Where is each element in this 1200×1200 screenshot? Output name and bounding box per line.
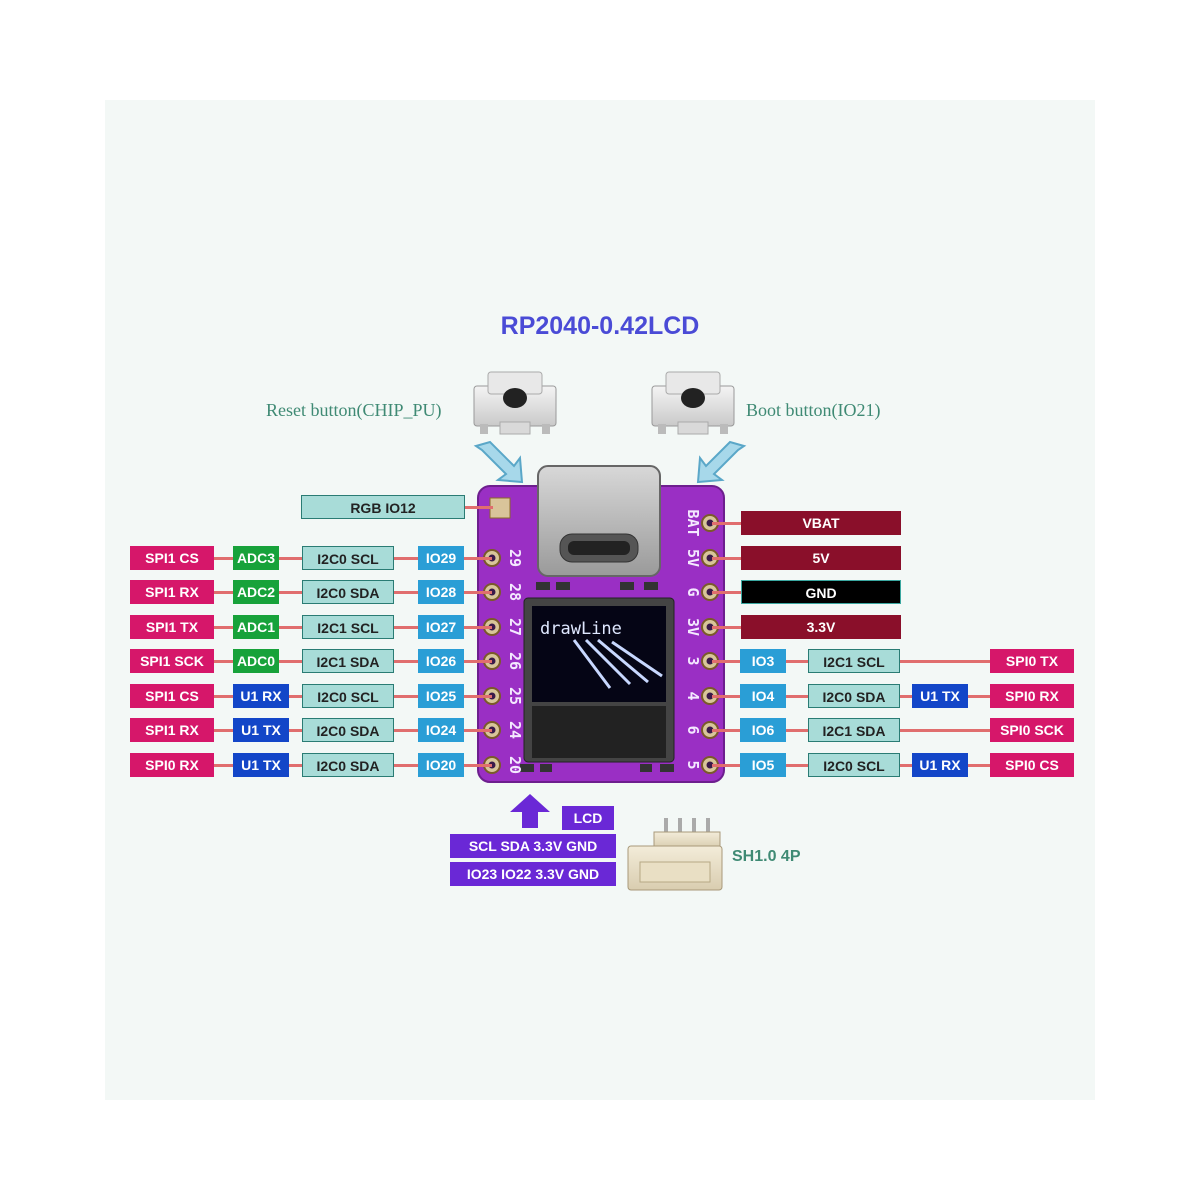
- spi-label: SPI1 CS: [130, 684, 214, 708]
- spi-label: SPI1 CS: [130, 546, 214, 570]
- i2c-label: I2C1 SDA: [808, 718, 900, 742]
- io-label: IO6: [740, 718, 786, 742]
- uart-label: U1 RX: [912, 753, 968, 777]
- right-pin-number: 5V: [684, 549, 702, 567]
- right-pin-number: 3: [684, 656, 702, 665]
- left-pin-number: 20: [506, 756, 524, 774]
- i2c-label: I2C0 SCL: [808, 753, 900, 777]
- reset-arrow-icon: [476, 442, 522, 482]
- left-pin-number: 28: [506, 583, 524, 601]
- io-label: IO26: [418, 649, 464, 673]
- oled-text: drawLine: [540, 619, 622, 639]
- rp2040-board: drawLine 29 28 27 26 25 24 20 BAT 5V G 3V 3 4 6 5: [478, 466, 724, 782]
- uart-label: U1 TX: [233, 753, 289, 777]
- power-wire: [712, 557, 742, 560]
- right-pin-number: 5: [684, 760, 702, 769]
- spi-label: SPI0 CS: [990, 753, 1074, 777]
- io-label: IO3: [740, 649, 786, 673]
- left-pin-number: 24: [506, 721, 524, 739]
- ground-label: GND: [741, 580, 901, 604]
- i2c-label: I2C1 SCL: [302, 615, 394, 639]
- rgb-wire: [465, 506, 493, 509]
- reset-button-icon: [474, 372, 556, 434]
- boot-arrow-icon: [698, 442, 744, 482]
- right-pin-number: BAT: [684, 509, 702, 536]
- right-pin-number: 3V: [684, 618, 702, 636]
- power-label: VBAT: [741, 511, 901, 535]
- spi-label: SPI1 SCK: [130, 649, 214, 673]
- spi-label: SPI0 RX: [130, 753, 214, 777]
- i2c-label: I2C0 SDA: [808, 684, 900, 708]
- spi-label: SPI1 RX: [130, 718, 214, 742]
- adc-label: ADC1: [233, 615, 279, 639]
- left-pin-number: 25: [506, 687, 524, 705]
- io-label: IO28: [418, 580, 464, 604]
- i2c-label: I2C0 SDA: [302, 753, 394, 777]
- lcd-signal-row: SCL SDA 3.3V GND: [450, 834, 616, 858]
- power-label: 3.3V: [741, 615, 901, 639]
- spi-label: SPI1 RX: [130, 580, 214, 604]
- uart-label: U1 TX: [233, 718, 289, 742]
- left-pin-number: 26: [506, 652, 524, 670]
- adc-label: ADC2: [233, 580, 279, 604]
- i2c-label: I2C1 SDA: [302, 649, 394, 673]
- i2c-label: I2C0 SDA: [302, 718, 394, 742]
- uart-label: U1 TX: [912, 684, 968, 708]
- boot-button-icon: [652, 372, 734, 434]
- sh1-connector-icon: [628, 818, 722, 890]
- rgb-led-label: RGB IO12: [301, 495, 465, 519]
- io-label: IO4: [740, 684, 786, 708]
- uart-label: U1 RX: [233, 684, 289, 708]
- connector-label: SH1.0 4P: [732, 848, 800, 866]
- left-pin-number: 29: [506, 549, 524, 567]
- i2c-label: I2C1 SCL: [808, 649, 900, 673]
- power-wire: [712, 626, 742, 629]
- adc-label: ADC3: [233, 546, 279, 570]
- i2c-label: I2C0 SCL: [302, 546, 394, 570]
- right-pin-number: 4: [684, 691, 702, 700]
- io-label: IO27: [418, 615, 464, 639]
- io-label: IO5: [740, 753, 786, 777]
- rgb-led: [490, 498, 510, 518]
- spi-label: SPI0 TX: [990, 649, 1074, 673]
- io-label: IO24: [418, 718, 464, 742]
- i2c-label: I2C0 SDA: [302, 580, 394, 604]
- spi-label: SPI1 TX: [130, 615, 214, 639]
- left-pin-number: 27: [506, 618, 524, 636]
- io-label: IO29: [418, 546, 464, 570]
- spi-label: SPI0 RX: [990, 684, 1074, 708]
- right-pin-number: G: [684, 587, 702, 596]
- lcd-label: LCD: [562, 806, 614, 830]
- up-arrow-icon: [510, 794, 550, 828]
- io-label: IO25: [418, 684, 464, 708]
- power-label: 5V: [741, 546, 901, 570]
- power-wire: [712, 591, 742, 594]
- adc-label: ADC0: [233, 649, 279, 673]
- lcd-io-row: IO23 IO22 3.3V GND: [450, 862, 616, 886]
- i2c-label: I2C0 SCL: [302, 684, 394, 708]
- right-pin-number: 6: [684, 725, 702, 734]
- power-wire: [712, 522, 742, 525]
- io-label: IO20: [418, 753, 464, 777]
- spi-label: SPI0 SCK: [990, 718, 1074, 742]
